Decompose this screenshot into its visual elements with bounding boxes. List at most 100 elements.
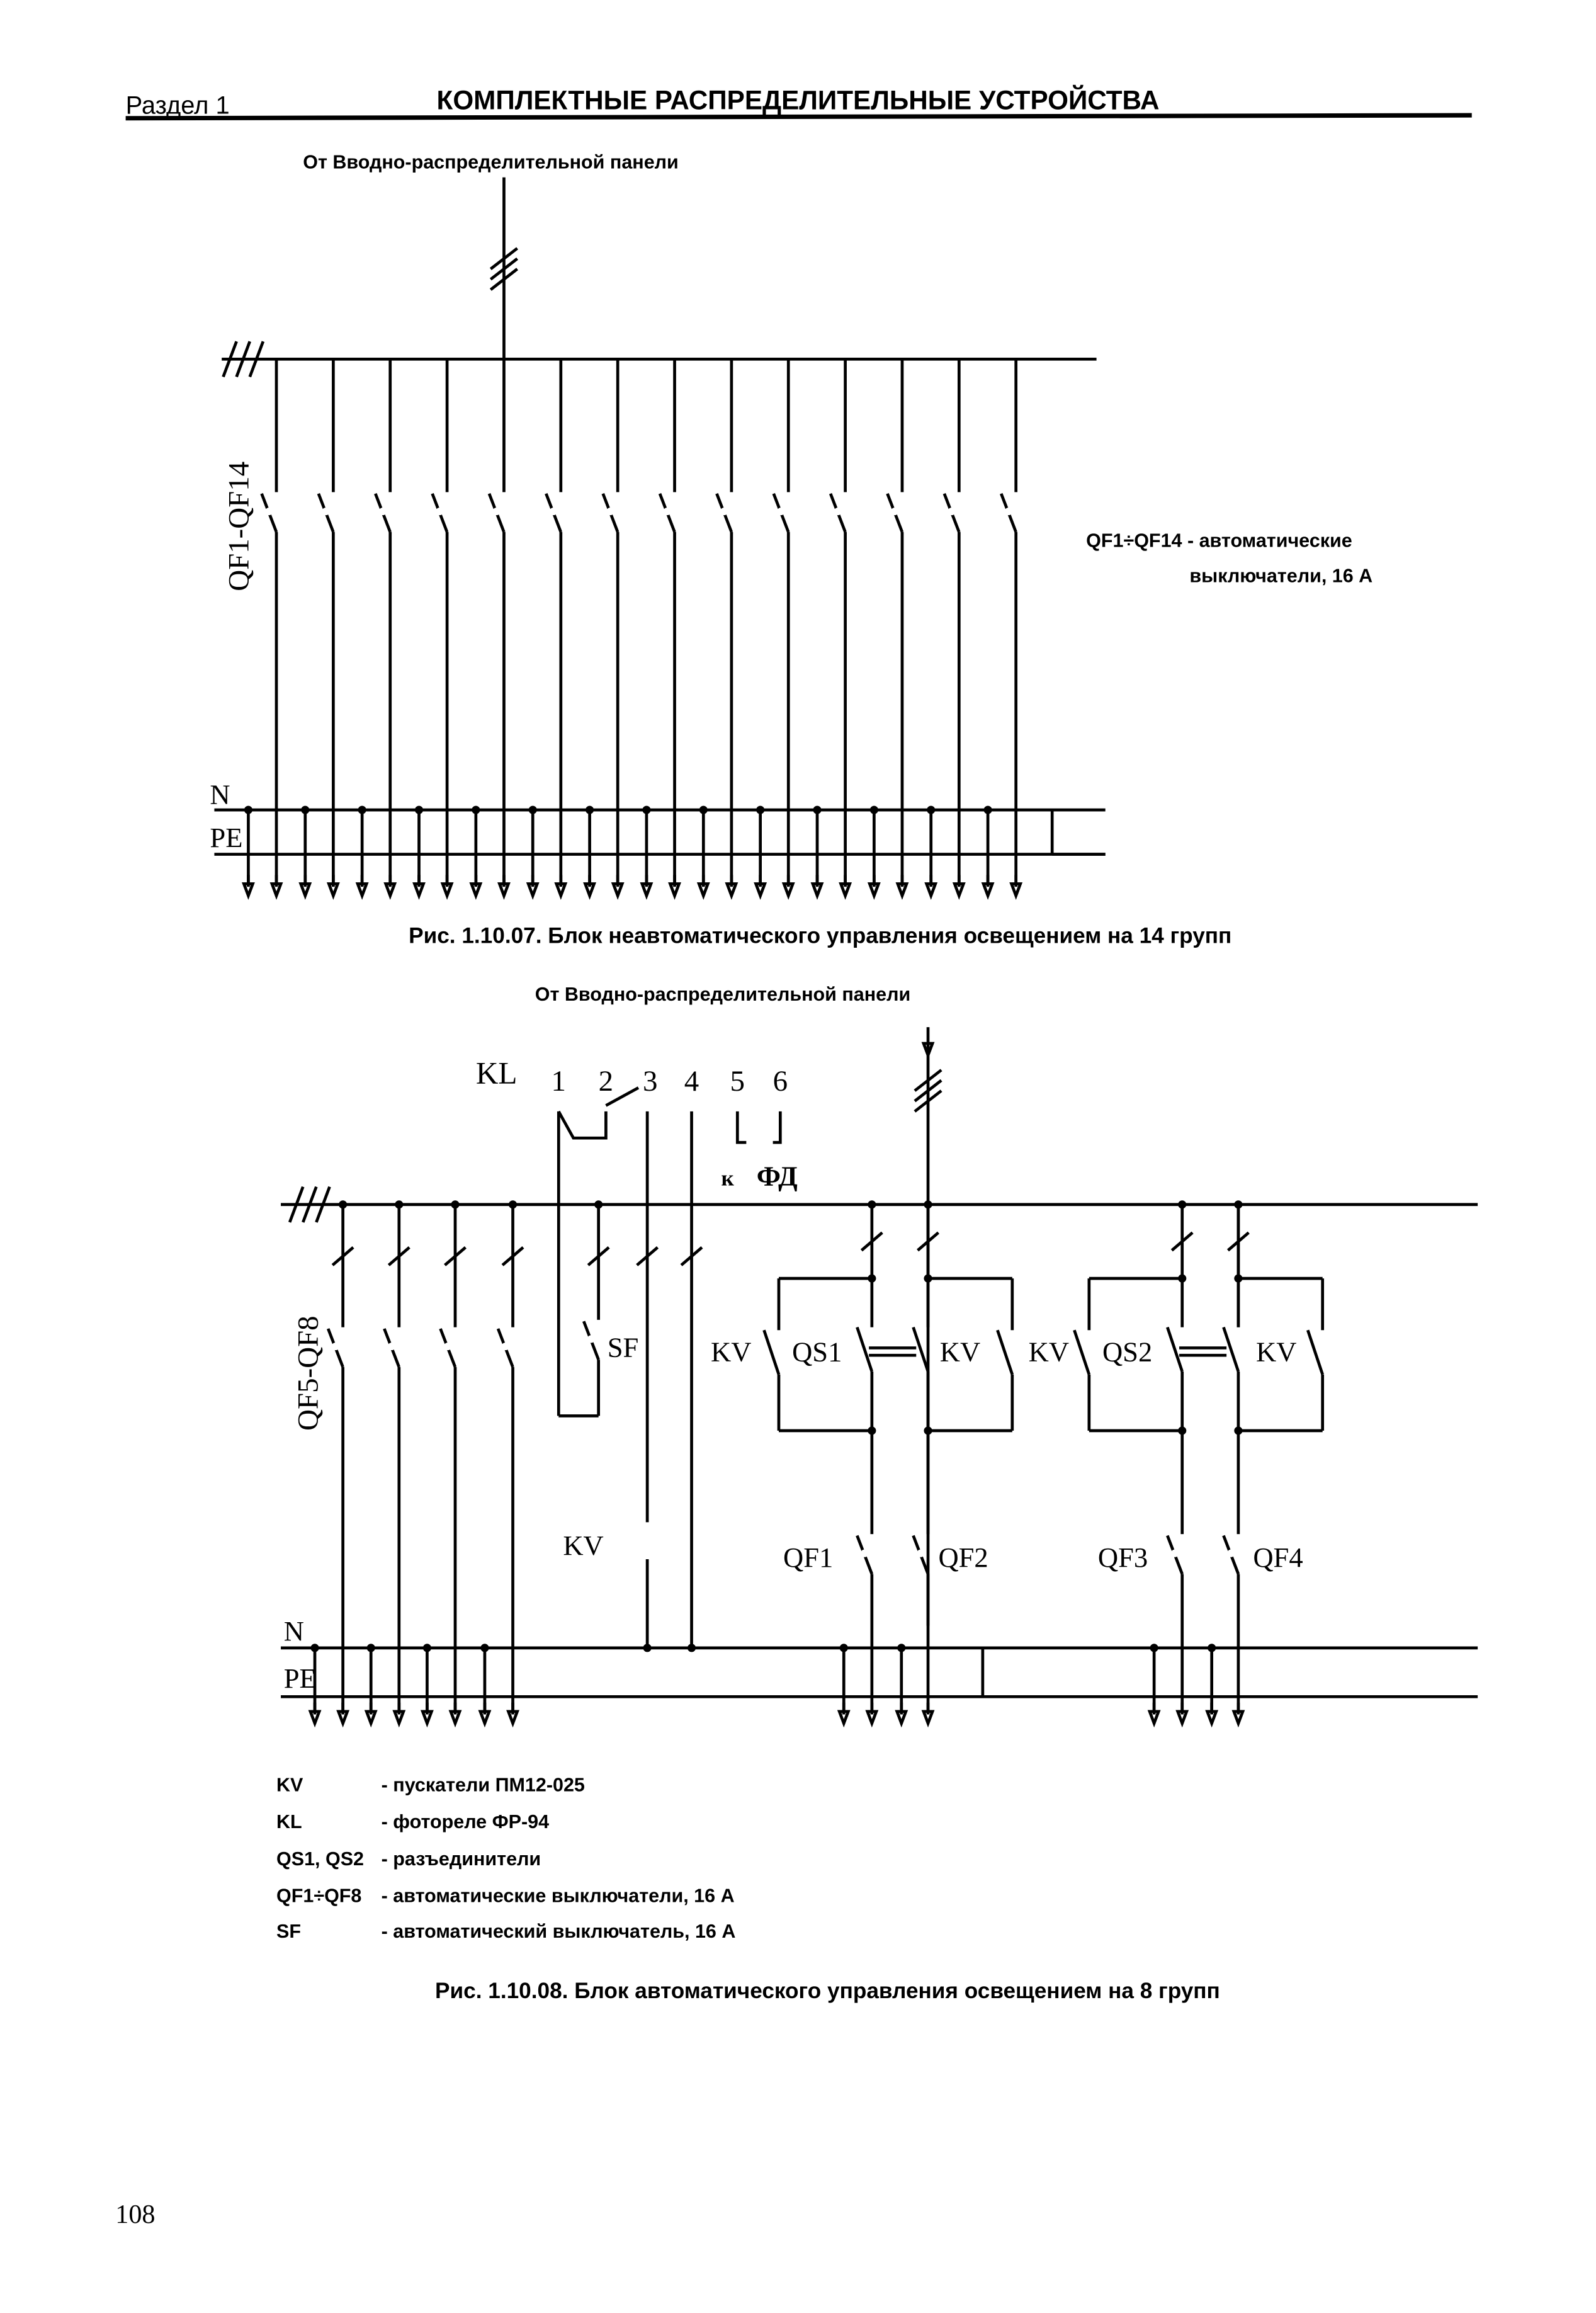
legend-code: SF: [276, 1921, 301, 1942]
pole-tick: [331, 1246, 354, 1266]
fig2-caption: Рис. 1.10.08. Блок автоматического управ…: [435, 1979, 1220, 2003]
pole-tick: [587, 1246, 610, 1266]
kl-terminal-number: 2: [599, 1065, 613, 1098]
fig1-note-line1: QF1÷QF14 - автоматические: [1086, 530, 1352, 551]
legend-text: - разъединители: [382, 1848, 541, 1870]
kv2-label: KV: [940, 1336, 980, 1368]
qs1-label: QS1: [792, 1336, 842, 1368]
pole-tick: [636, 1246, 659, 1266]
bus-phase-mark: [248, 341, 265, 378]
page-number: 108: [115, 2200, 155, 2229]
feed-arrow: [921, 1042, 935, 1060]
feed-phase-mark: [914, 1089, 942, 1113]
legend-text: - автоматические выключатели, 16 А: [382, 1885, 735, 1907]
kv-contact: [1073, 1329, 1091, 1375]
kl-terminal-number: 5: [730, 1065, 745, 1098]
kv4-label: KV: [1256, 1336, 1296, 1368]
legend: KV - пускатели ПМ12-025 KL - фотореле ФР…: [276, 1775, 735, 1942]
bus-phase-mark: [288, 1186, 305, 1223]
breaker-latch-icon: [322, 507, 330, 516]
legend-text: - автоматический выключатель, 16 А: [382, 1921, 736, 1942]
junction-dot: [924, 1200, 932, 1209]
kl-terminal: [646, 1104, 655, 1113]
fig1-source-label: От Вводно-распределительной панели: [303, 152, 679, 173]
kv-coil-label: KV: [563, 1530, 603, 1561]
feed-phase-mark: [914, 1079, 942, 1103]
fig1-n-label: N: [210, 779, 230, 810]
pole-tick: [680, 1246, 703, 1266]
kv-contact: [762, 1329, 781, 1375]
breaker-latch-icon: [378, 507, 387, 516]
legend-text: - пускатели ПМ12-025: [382, 1775, 585, 1796]
fd-label: ФД: [757, 1160, 798, 1191]
kl-terminal: [601, 1104, 610, 1113]
breaker-latch-icon: [331, 1342, 340, 1351]
junction-dot: [1178, 1274, 1187, 1283]
qs-disconnector: [856, 1326, 874, 1372]
legend-code: KV: [276, 1775, 303, 1796]
bus-phase-mark: [222, 341, 238, 378]
fig2-pe-label: PE: [284, 1662, 317, 1694]
breaker-latch-icon: [861, 1549, 869, 1557]
kl-terminal-number: 3: [643, 1065, 657, 1098]
feed-phase-mark: [489, 247, 519, 271]
fig1-note-line2: выключатели, 16 А: [1189, 565, 1372, 587]
breaker-latch-icon: [1227, 1549, 1235, 1557]
breaker-latch-icon: [1004, 507, 1013, 516]
breaker-latch-icon: [834, 507, 842, 516]
sf-label: SF: [608, 1332, 639, 1363]
kl-contact: [605, 1086, 640, 1107]
breaker-latch-icon: [587, 1335, 596, 1343]
breaker-latch-icon: [501, 1342, 509, 1351]
legend-code: QF1÷QF8: [276, 1885, 361, 1907]
pole-tick: [860, 1231, 883, 1252]
feed-phase-mark: [489, 268, 519, 291]
qs-disconnector: [1166, 1326, 1184, 1372]
breaker-latch-icon: [549, 507, 558, 516]
kl-terminal: [554, 1104, 563, 1113]
breaker-latch-icon: [436, 507, 444, 516]
feed-phase-mark: [489, 257, 519, 281]
legend-text: - фотореле ФР-94: [382, 1811, 549, 1833]
to-label: к: [721, 1166, 734, 1190]
qf3-label: QF3: [1098, 1542, 1148, 1573]
qf4-label: QF4: [1253, 1542, 1303, 1573]
header-rule: [125, 113, 1472, 121]
bus-phase-mark: [302, 1186, 318, 1223]
kv-contact: [996, 1329, 1014, 1375]
fig1-caption: Рис. 1.10.07. Блок неавтоматического упр…: [409, 923, 1231, 948]
feed-phase-mark: [914, 1069, 942, 1092]
circuit-wiring: [214, 177, 1478, 1728]
breaker-latch-icon: [777, 507, 785, 516]
photo-sensor-icon: [746, 1135, 773, 1149]
qs-disconnector: [912, 1326, 930, 1372]
pole-tick: [1170, 1231, 1194, 1252]
bus-phase-mark: [235, 341, 251, 378]
bus-phase-mark: [315, 1186, 331, 1223]
breaker-latch-icon: [663, 507, 671, 516]
kv1-label: KV: [711, 1336, 751, 1368]
breaker-latch-icon: [720, 507, 728, 516]
kl-terminal: [687, 1104, 696, 1113]
kl-label: KL: [476, 1055, 518, 1090]
fig1-breakers-label: QF1-QF14: [222, 462, 255, 591]
kl-terminal-number: 4: [684, 1065, 699, 1098]
kl-terminal: [733, 1104, 742, 1113]
section-label: Раздел 1: [126, 92, 230, 120]
kv-coil: [616, 1522, 679, 1560]
kl-terminal-number: 6: [773, 1065, 788, 1098]
kv-contact: [1306, 1329, 1324, 1375]
kl-jumper: [557, 1110, 608, 1140]
breaker-latch-icon: [1170, 1549, 1179, 1557]
junction-dot: [687, 1644, 696, 1652]
pole-tick: [387, 1246, 410, 1266]
fig2-breakers-label: QF5-QF8: [292, 1316, 325, 1431]
pole-tick: [501, 1246, 524, 1266]
legend-code: QS1, QS2: [276, 1848, 364, 1870]
page-title: КОМПЛЕКТНЫЕ РАСПРЕДЕЛИТЕЛЬНЫЕ УСТРОЙСТВА: [437, 85, 1160, 115]
legend-code: KL: [276, 1811, 302, 1833]
kl-photorelay-box: [532, 1042, 810, 1127]
